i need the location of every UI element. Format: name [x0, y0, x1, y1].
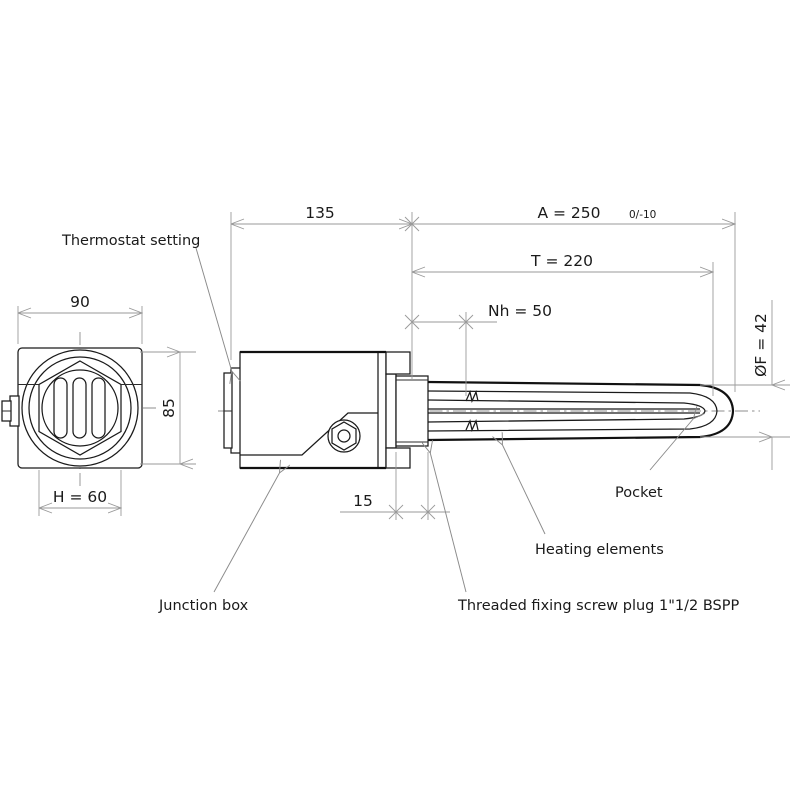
pocket-label: Pocket [615, 485, 663, 501]
dim15-label: 15 [353, 492, 373, 510]
pocket-outer-tube [427, 380, 735, 442]
plug-lower-step [385, 447, 411, 469]
dim135-label: 135 [305, 204, 335, 222]
dimNh-tick-right [458, 314, 474, 330]
threaded-plug-leader [430, 452, 467, 593]
plug-shoulder [385, 373, 397, 449]
callout-pocket: Pocket [615, 418, 694, 501]
dimA-tolerance: 0/-10 [629, 209, 656, 221]
dimension-tube-length-T: T = 220 [412, 252, 713, 396]
dim90-label: 90 [70, 293, 90, 311]
thermostat-setting-knob [223, 367, 242, 454]
callout-junction-box: Junction box [158, 472, 280, 614]
dimension-box-width-90: 90 [17, 293, 142, 344]
dimF-label: ØF = 42 [752, 313, 770, 377]
heating-elements-label: Heating elements [535, 542, 664, 558]
dimension-thread-length-15: 15 [340, 452, 450, 520]
dimension-hex-h60: H = 60 [38, 470, 121, 516]
junction-box-leader [213, 472, 280, 593]
dimension-box-height-85: 85 [140, 352, 196, 464]
dimension-overall-A: A = 250 0/-10 [412, 204, 735, 392]
plug-upper-step [385, 351, 411, 375]
plug-hex-body [395, 375, 429, 447]
junction-box-label: Junction box [158, 598, 249, 614]
junction-box-side-body [239, 351, 387, 469]
cable-gland-assembly [327, 419, 361, 453]
dim15-tick-left [388, 504, 404, 520]
dimH-label: H = 60 [53, 488, 107, 506]
dimension-box-length-135: 135 [230, 204, 420, 380]
callout-threaded-plug: Threaded fixing screw plug 1"1/2 BSPP [430, 452, 739, 614]
heating-elements-leader [502, 444, 546, 535]
break-symbols-group [465, 390, 479, 432]
dim15-tick-right [420, 504, 436, 520]
dim85-label: 85 [160, 398, 178, 418]
break-symbol-upper [465, 390, 479, 403]
thermostat-setting-label: Thermostat setting [61, 233, 200, 249]
dimension-heated-length-Nh: Nh = 50 [404, 302, 552, 396]
dimT-label: T = 220 [530, 252, 593, 270]
heating-elements-group [427, 390, 718, 432]
heating-element-tube-2 [72, 377, 87, 439]
callout-heating-elements: Heating elements [502, 444, 664, 558]
heating-element-outer-pair [427, 390, 718, 432]
cable-gland-bore [337, 429, 351, 443]
thermostat-leader [195, 247, 232, 372]
break-symbol-lower [465, 419, 479, 432]
side-section-view [218, 350, 760, 470]
junction-box-internal-chamfer [240, 412, 378, 456]
heating-element-tube-1 [53, 377, 68, 439]
callout-thermostat-setting: Thermostat setting [61, 233, 232, 372]
dimNh-label: Nh = 50 [488, 302, 552, 320]
heating-element-tube-3 [91, 377, 106, 439]
thermostat-gland-front [1, 395, 20, 427]
front-elevation-view [1, 332, 160, 486]
dimension-pocket-diameter-F: ØF = 42 [700, 300, 790, 470]
threaded-plug-label: Threaded fixing screw plug 1"1/2 BSPP [457, 598, 739, 614]
dimA-label: A = 250 [537, 204, 600, 222]
dimNh-tick-left [404, 314, 420, 330]
pocket-leader [649, 418, 694, 471]
threaded-plug-assembly [385, 351, 429, 469]
